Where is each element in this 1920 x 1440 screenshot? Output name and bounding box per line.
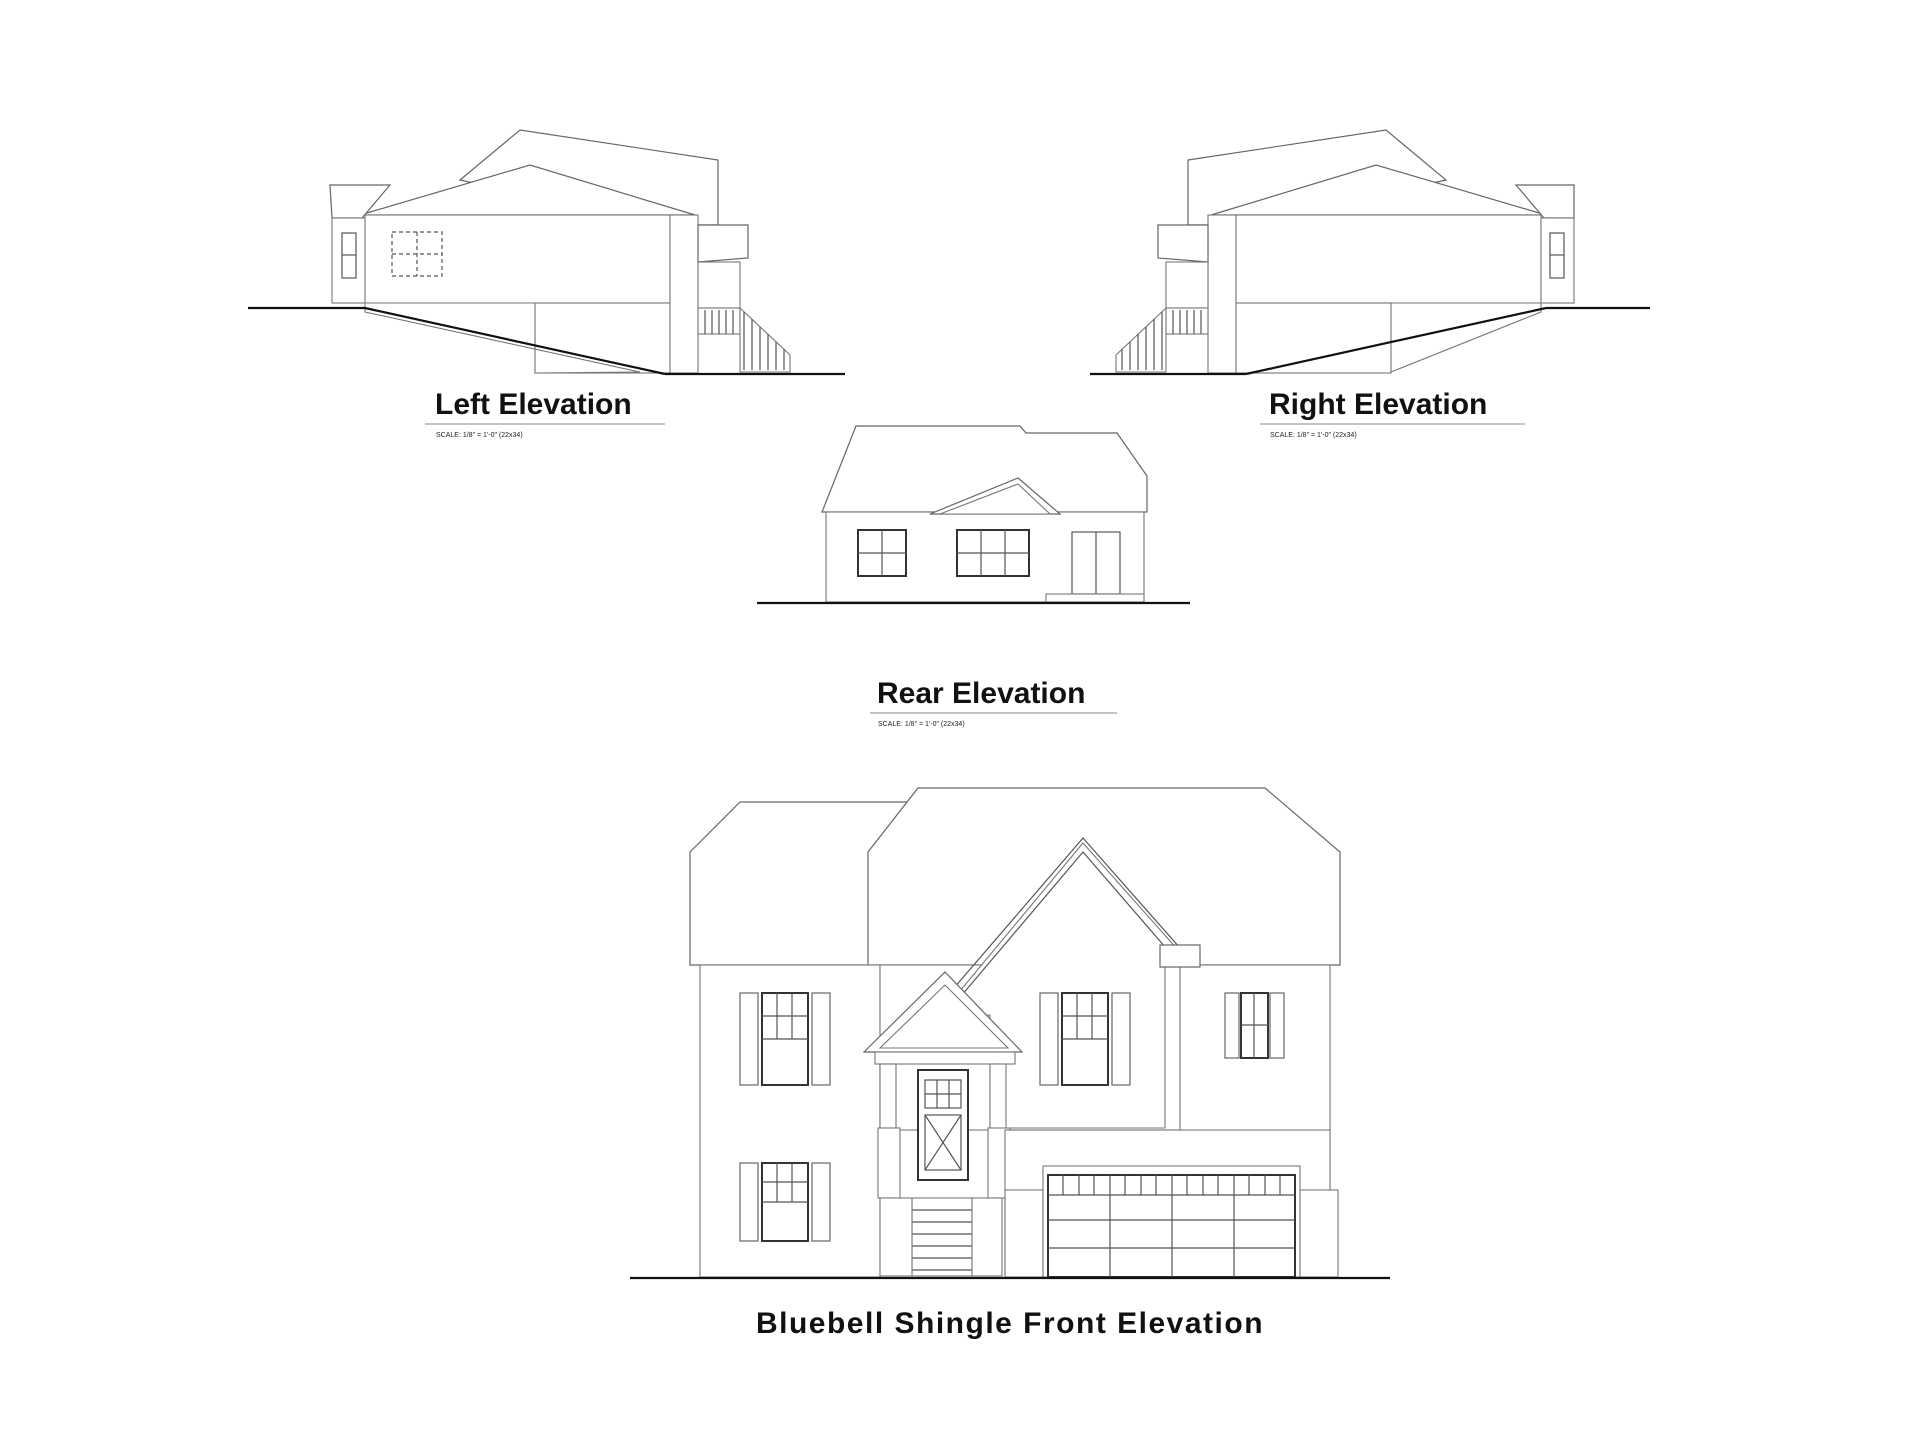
right-grade-slope <box>1245 306 1547 376</box>
right-elevation-drawing <box>1090 129 1650 376</box>
right-end-column <box>1207 214 1237 374</box>
front-stair-wall-right <box>971 1197 1003 1277</box>
front-stone-left <box>1004 1189 1044 1278</box>
front-elevation-drawing <box>630 787 1390 1280</box>
left-porch-roof <box>697 224 749 263</box>
front-stair-wall-left <box>879 1197 913 1277</box>
rear-center-gable-wall <box>939 483 1052 515</box>
rear-hip-roof <box>821 425 1148 513</box>
left-elevation-drawing <box>248 129 845 376</box>
front-stone-right <box>1299 1189 1339 1278</box>
front-shutter-ll-left <box>739 1162 759 1242</box>
right-foundation-wall <box>1235 302 1392 374</box>
front-shutter-ur-right <box>1269 992 1285 1059</box>
right-porch-frame <box>1165 261 1209 309</box>
right-stair <box>1115 306 1167 373</box>
left-elevation-title: Left Elevation <box>435 388 632 421</box>
front-shutter-ul-left <box>739 992 759 1086</box>
front-shutter-uc-right <box>1111 992 1131 1086</box>
left-elevation-scale: SCALE: 1/8" = 1'-0" (22x34) <box>436 432 523 439</box>
right-elevation-scale: SCALE: 1/8" = 1'-0" (22x34) <box>1270 432 1357 439</box>
right-porch-roof <box>1157 224 1209 263</box>
rear-elevation-drawing <box>757 425 1190 605</box>
front-entry-gable-fill <box>878 984 1010 1049</box>
right-elevation-title: Right Elevation <box>1269 388 1487 421</box>
rear-elevation-scale: SCALE: 1/8" = 1'-0" (22x34) <box>878 721 965 728</box>
left-stair <box>739 306 791 373</box>
left-porch-frame <box>697 261 741 309</box>
front-column-left <box>879 1063 897 1130</box>
right-main-wall <box>1235 214 1542 304</box>
left-grade-slope <box>364 306 666 376</box>
front-entry-frieze <box>874 1051 1016 1065</box>
front-shutter-ll-right <box>811 1162 831 1242</box>
rear-elevation-title: Rear Elevation <box>877 677 1085 710</box>
front-shutter-ur-left <box>1224 992 1240 1059</box>
front-shutter-uc-left <box>1039 992 1059 1086</box>
left-end-column <box>669 214 699 374</box>
right-foundation-slope <box>1390 302 1542 373</box>
front-shutter-ul-right <box>811 992 831 1086</box>
rear-stoop <box>1045 593 1145 603</box>
front-column-right <box>989 1063 1007 1130</box>
front-steps <box>911 1197 973 1277</box>
front-pier-left <box>877 1127 901 1199</box>
front-gable-trim <box>934 837 1196 1011</box>
front-elevation-title: Bluebell Shingle Front Elevation <box>756 1307 1264 1340</box>
front-gable-dormer <box>1159 944 1201 968</box>
